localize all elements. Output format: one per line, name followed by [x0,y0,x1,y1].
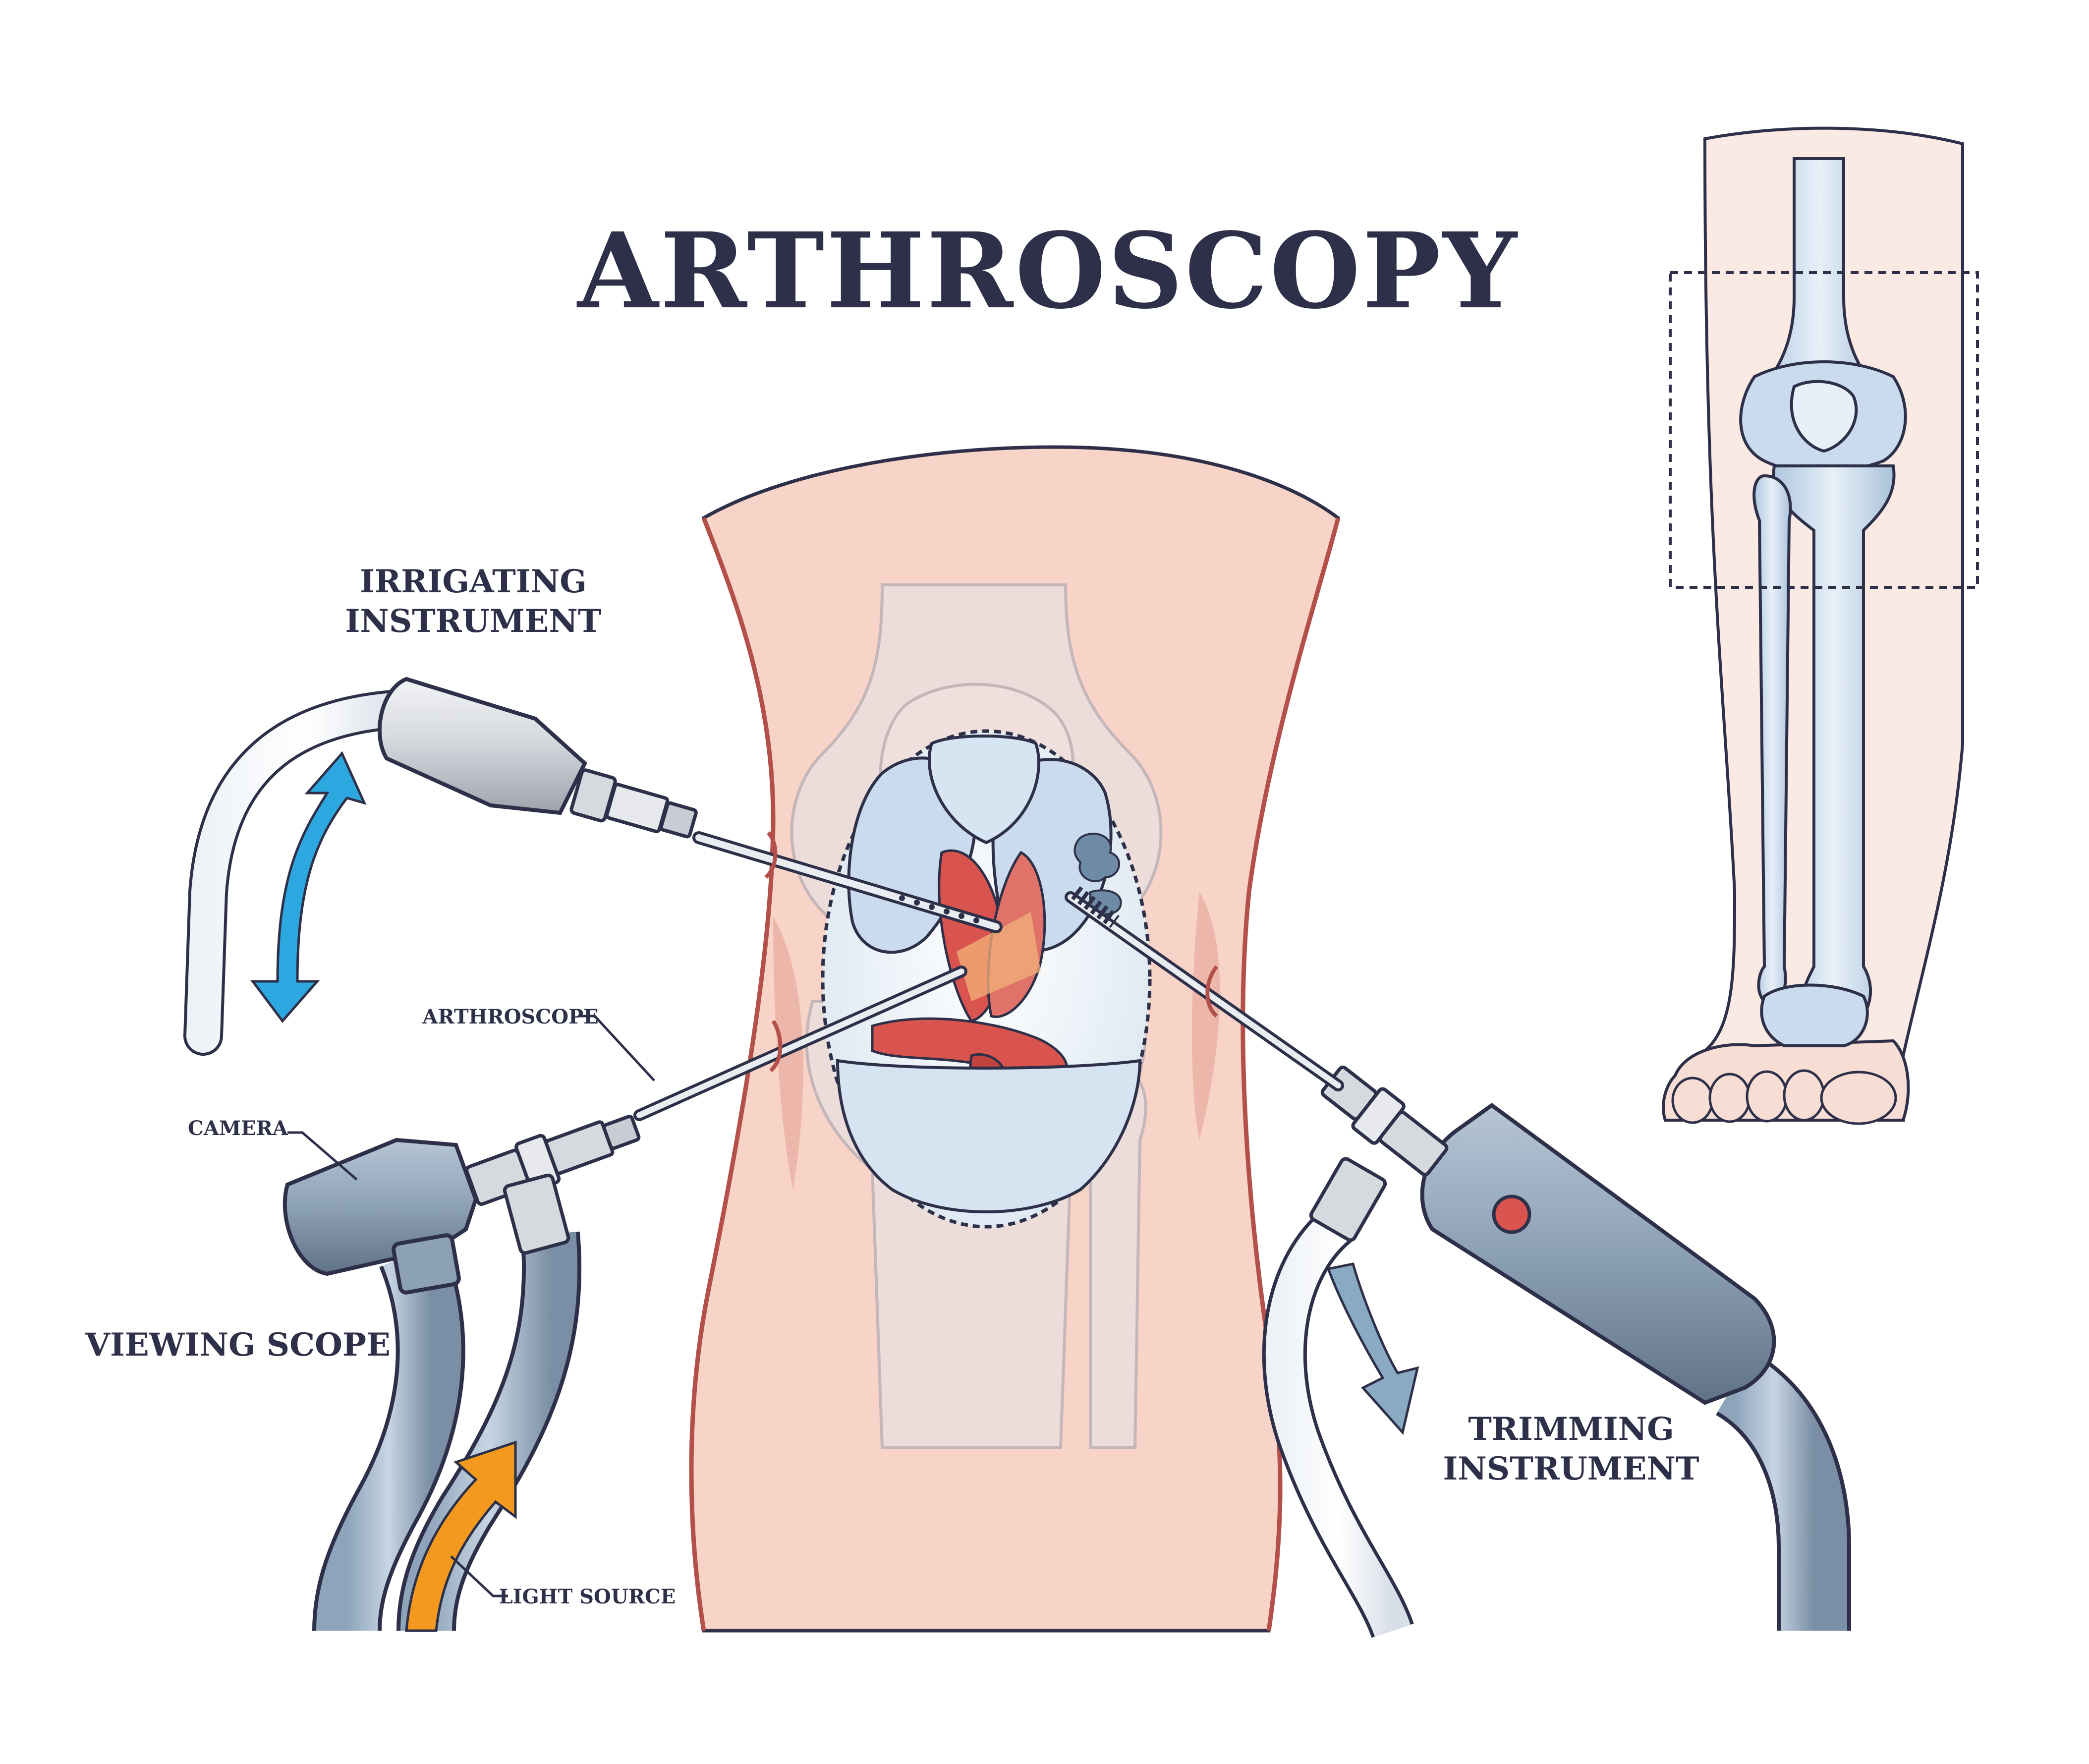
light-source-label: LIGHT SOURCE [499,1585,676,1608]
trimming-label-line1: TRIMMING [1468,1411,1674,1448]
trim-power-button[interactable] [1492,1195,1531,1234]
leg-ankle [1760,983,1869,1047]
leg-patella [1790,380,1858,453]
irrigating-label-line2: INSTRUMENT [345,603,601,640]
cartilage-damage-1 [1073,832,1120,883]
incision-trim [1205,965,1219,1018]
incision-irrigation [764,831,778,879]
incision-scope [769,1020,783,1073]
trim-arrow-icon [1326,1262,1419,1435]
ligament-highlight [957,912,1041,1001]
irrigating-instrument [183,677,1003,1056]
trimming-instrument [1065,886,1851,1639]
tibial-plateau [836,1059,1142,1213]
trochlea [927,735,1040,845]
trim-shaver-tip [1071,886,1120,928]
knee-shadow-right [1192,892,1220,1140]
camera-neck [392,1233,461,1295]
knee-focus-box [1669,271,1979,589]
light-source-arrow-icon [405,1440,517,1632]
leg-overview [1662,126,1979,1125]
camera-leader [287,1131,358,1181]
trim-connector [1320,1065,1449,1177]
page-title: ARTHROSCOPY [576,210,1519,332]
irrigation-handle [377,677,587,815]
arthroscopic-view [821,729,1152,1229]
irrigation-connector [569,768,698,839]
irrigating-label-line1: IRRIGATING [360,563,587,600]
knee-illustration [689,445,1341,1633]
light-connector [503,1173,570,1255]
knee-skin-edge-right [1241,517,1341,1631]
irrigation-arrow-icon [250,751,367,1023]
trim-side-connector [1309,1157,1387,1242]
irrigation-holes [899,895,979,923]
trimming-label-line2: INSTRUMENT [1443,1450,1699,1487]
arthroscope-label: ARTHROSCOPE [422,1005,598,1028]
arthroscope-leader [580,1015,655,1081]
camera-label: CAMERA [188,1117,288,1140]
light-source-leader [450,1555,508,1597]
trim-handle [1420,1103,1776,1405]
knee-skin-edge-left [689,517,776,1631]
toes [1671,1069,1897,1125]
viewing-scope-label: VIEWING SCOPE [85,1326,390,1364]
